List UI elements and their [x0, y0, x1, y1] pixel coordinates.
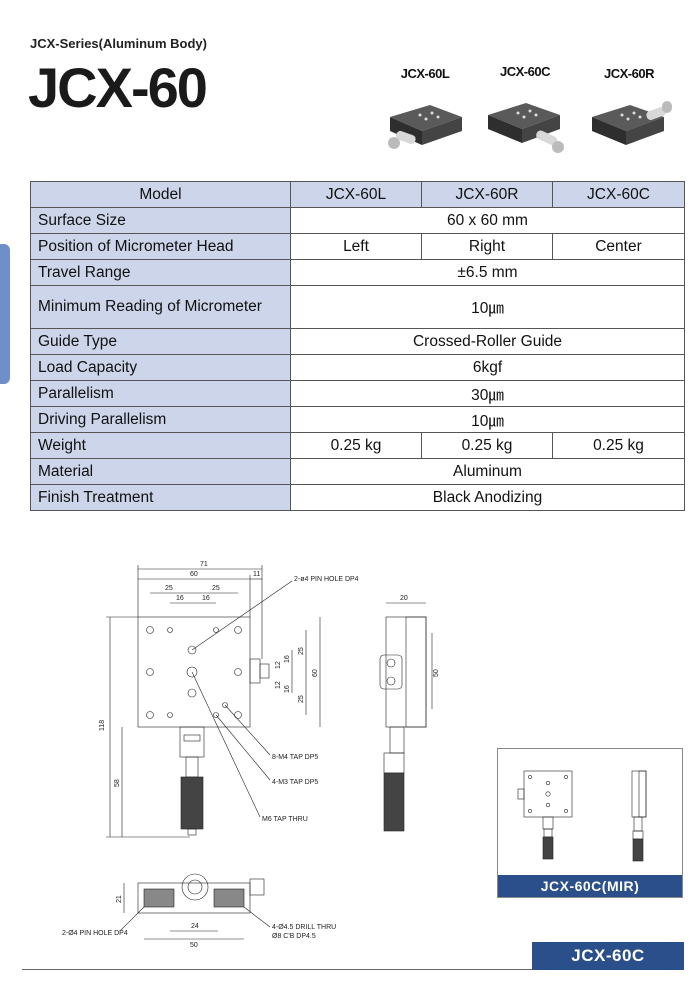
dim-16b: 16: [202, 595, 210, 602]
callout-drill-thru: 4-Ø4.5 DRILL THRU: [272, 924, 336, 931]
row-label: Load Capacity: [30, 354, 291, 381]
spec-table: Model JCX-60L JCX-60R JCX-60C Surface Si…: [30, 181, 685, 511]
table-row: Weight 0.25 kg 0.25 kg 0.25 kg: [30, 432, 685, 459]
variant-label: JCX-60C: [500, 64, 550, 79]
stage-image-center: [488, 103, 564, 153]
variant-jcx-60c: JCX-60C: [480, 64, 570, 155]
table-header-row: Model JCX-60L JCX-60R JCX-60C: [30, 181, 685, 208]
table-header-cell: JCX-60C: [552, 181, 685, 208]
table-row: Position of Micrometer Head Left Right C…: [30, 233, 685, 260]
dim-b21: 21: [116, 895, 123, 903]
page-title: JCX-60: [28, 56, 208, 119]
variant-jcx-60l: JCX-60L: [380, 66, 470, 157]
footer-model-badge: JCX-60C: [532, 942, 684, 970]
row-value: 10㎛: [290, 285, 685, 329]
row-value: 0.25 kg: [421, 432, 553, 459]
row-value: 0.25 kg: [552, 432, 685, 459]
callout-m6-tap: M6 TAP THRU: [262, 816, 308, 823]
dim-16a: 16: [176, 595, 184, 602]
series-title: JCX-Series(Aluminum Body): [30, 36, 207, 51]
table-row: Guide Type Crossed-Roller Guide: [30, 328, 685, 355]
row-label: Material: [30, 458, 291, 485]
row-value: Crossed-Roller Guide: [290, 328, 685, 355]
row-value: Left: [290, 233, 422, 260]
table-row: Travel Range ±6.5 mm: [30, 259, 685, 286]
dim-b50: 50: [190, 942, 198, 949]
table-header-cell: JCX-60L: [290, 181, 422, 208]
mir-drawing: [517, 770, 647, 862]
dim-b24: 24: [191, 923, 199, 930]
dim-s20: 20: [400, 595, 408, 602]
dim-v16a: 16: [284, 655, 291, 663]
row-value: Right: [421, 233, 553, 260]
row-value: Center: [552, 233, 685, 260]
dim-v12b: 12: [275, 681, 282, 689]
dim-25a: 25: [165, 585, 173, 592]
variant-gallery: JCX-60L JCX-60C JCX-60R: [380, 64, 680, 176]
table-row: Material Aluminum: [30, 458, 685, 485]
stage-image-right: [592, 101, 672, 145]
dim-v25a: 25: [298, 647, 305, 655]
dim-s50: 50: [433, 669, 440, 677]
callout-pin-hole: 2-ø4 PIN HOLE DP4: [294, 576, 359, 583]
dim-118: 118: [99, 720, 106, 731]
row-label: Driving Parallelism: [30, 406, 291, 433]
row-label: Finish Treatment: [30, 484, 291, 511]
row-label: Minimum Reading of Micrometer: [30, 285, 291, 329]
row-value: Black Anodizing: [290, 484, 685, 511]
variant-label: JCX-60L: [400, 66, 450, 81]
dim-v60: 60: [312, 669, 319, 677]
row-label: Travel Range: [30, 259, 291, 286]
dim-71: 71: [200, 561, 208, 568]
row-label: Parallelism: [30, 380, 291, 407]
dim-v12a: 12: [275, 661, 282, 669]
table-header-cell: JCX-60R: [421, 181, 553, 208]
row-value: 6kgf: [290, 354, 685, 381]
callout-pin-hole-bottom: 2-Ø4 PIN HOLE DP4: [62, 930, 128, 937]
stage-image-left: [388, 105, 462, 149]
table-row: Driving Parallelism 10㎛: [30, 406, 685, 433]
row-label: Weight: [30, 432, 291, 459]
dim-v16b: 16: [284, 685, 291, 693]
dim-11: 11: [253, 571, 260, 578]
row-label: Position of Micrometer Head: [30, 233, 291, 260]
top-view-plate: [137, 616, 251, 728]
table-row: Load Capacity 6kgf: [30, 354, 685, 381]
row-value: 30㎛: [290, 380, 685, 407]
row-value: 60 x 60 mm: [290, 207, 685, 234]
technical-drawing: 71 60 11 25 25 16 16 118 58 25 16 12 60 …: [62, 561, 440, 949]
dim-25b: 25: [212, 585, 220, 592]
callout-cb: Ø8 C'B DP4.5: [272, 933, 316, 940]
table-row: Surface Size 60 x 60 mm: [30, 207, 685, 234]
callout-m3-tap: 4-M3 TAP DP5: [272, 779, 318, 786]
table-row: Finish Treatment Black Anodizing: [30, 484, 685, 511]
row-value: 10㎛: [290, 406, 685, 433]
variant-label: JCX-60R: [604, 66, 654, 81]
variant-jcx-60r: JCX-60R: [584, 66, 674, 157]
row-label: Surface Size: [30, 207, 291, 234]
dim-v25b: 25: [298, 695, 305, 703]
table-row: Parallelism 30㎛: [30, 380, 685, 407]
row-label: Guide Type: [30, 328, 291, 355]
dim-58: 58: [114, 779, 121, 787]
row-value: 0.25 kg: [290, 432, 422, 459]
mir-variant-box: JCX-60C(MIR): [497, 748, 683, 898]
mir-label: JCX-60C(MIR): [498, 875, 682, 897]
side-tab: [0, 244, 10, 384]
dim-60: 60: [190, 571, 198, 578]
footer-divider: [22, 969, 682, 970]
row-value: ±6.5 mm: [290, 259, 685, 286]
row-value: Aluminum: [290, 458, 685, 485]
table-header-cell: Model: [30, 181, 291, 208]
callout-m4-tap: 8-M4 TAP DP5: [272, 754, 318, 761]
table-row: Minimum Reading of Micrometer 10㎛: [30, 285, 685, 329]
